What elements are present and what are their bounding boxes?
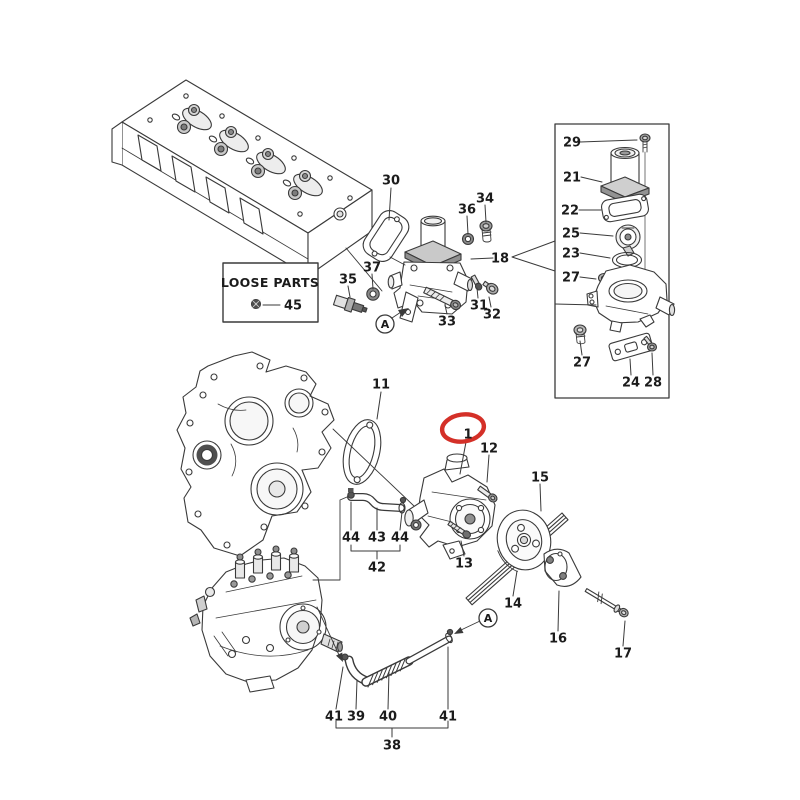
inset-detail-box [554,123,676,399]
part-callout-43: 43 [368,531,386,546]
part-callout-15: 15 [531,471,549,486]
part-callout-22: 22 [561,204,579,219]
part-callout-40: 40 [379,710,397,725]
part-callout-13: 13 [455,557,473,572]
part-callout-41: 41 [325,710,343,725]
part-callout-14: 14 [504,597,522,612]
leader-lines [262,139,654,710]
cap-21-drawing [600,146,650,204]
arrowheads [336,308,464,662]
view-marker-circle [375,314,395,334]
construction-lines [312,247,481,656]
gasket-22-drawing [600,193,650,223]
part-callout-39: 39 [347,710,365,725]
part-callout-29: 29 [563,136,581,151]
gasket-30-drawing [362,209,410,263]
water-outlet-assembly-drawing [332,215,499,323]
timing-cover-drawing [176,351,335,557]
bypass-pipe-42-drawing [347,488,407,514]
part-callout-38: 38 [383,739,401,754]
gasket-11-drawing [342,419,382,485]
part-callout-44: 44 [391,531,409,546]
part-callout-37: 37 [363,261,381,276]
valve-train-detail [147,93,353,217]
part-callout-32: 32 [483,308,501,323]
part-callout-24: 24 [622,376,640,391]
part-callout-1: 1 [463,428,472,443]
part-callout-18: 18 [491,252,509,267]
bolt-12-drawing [477,485,498,503]
bolt-28-drawing [643,335,658,352]
part-callout-21: 21 [563,171,581,186]
part-callout-12: 12 [480,442,498,457]
part-callout-42: 42 [368,561,386,576]
part-callout-30: 30 [382,174,400,189]
part-callout-27: 27 [573,356,591,371]
bolt-32-drawing [482,280,499,295]
sensor-35-drawing [332,294,368,313]
part-callout-23: 23 [562,247,580,262]
pump-cylinders [234,545,300,579]
cover-bolt-holes [185,362,329,549]
thermostat-case-drawing [586,264,676,333]
artwork [111,79,676,738]
stud-31-drawing [470,274,483,291]
loose-parts-box [222,262,319,323]
injection-pump-drawing [189,545,343,693]
loose-parts-title: LOOSE PARTS [221,275,319,290]
plug-34-drawing [479,220,493,243]
part-callout-33: 33 [438,315,456,330]
part-callout-27: 27 [562,271,580,286]
part-callout-11: 11 [372,378,390,393]
part-callout-35: 35 [339,273,357,288]
part-callout-17: 17 [614,647,632,662]
water-pump-drawing [404,453,498,560]
part-callout-28: 28 [644,376,662,391]
loose-part-45-icon [250,298,262,310]
part-callout-25: 25 [562,227,580,242]
hose-38-drawing [341,628,454,688]
part-callout-16: 16 [549,632,567,647]
group-brackets [335,544,449,738]
hub-16-drawing [543,548,582,587]
stud-13-drawing [447,520,471,539]
bolt-29-drawing [639,133,651,153]
bolt-33-drawing [423,286,462,311]
bolt-17-drawing [584,588,629,618]
loose-parts-text: LOOSE PARTS 45 [221,275,319,314]
part-callout-36: 36 [458,203,476,218]
thermostat-25-drawing [615,224,641,257]
pulley-14-drawing [496,509,552,572]
part-callout-45: 45 [284,299,302,314]
part-callout-34: 34 [476,192,494,207]
cylinder-head-drawing [111,79,373,277]
view-marker-label: A [381,318,390,331]
view-markers-layer: AA [375,314,498,628]
view-marker-label: A [484,612,493,625]
highlight-ellipse [439,412,487,444]
part-callout-44: 44 [342,531,360,546]
part-callout-31: 31 [470,299,488,314]
plug-27-lower-drawing [573,324,587,345]
view-marker-circle [478,608,498,628]
part-callout-41: 41 [439,710,457,725]
